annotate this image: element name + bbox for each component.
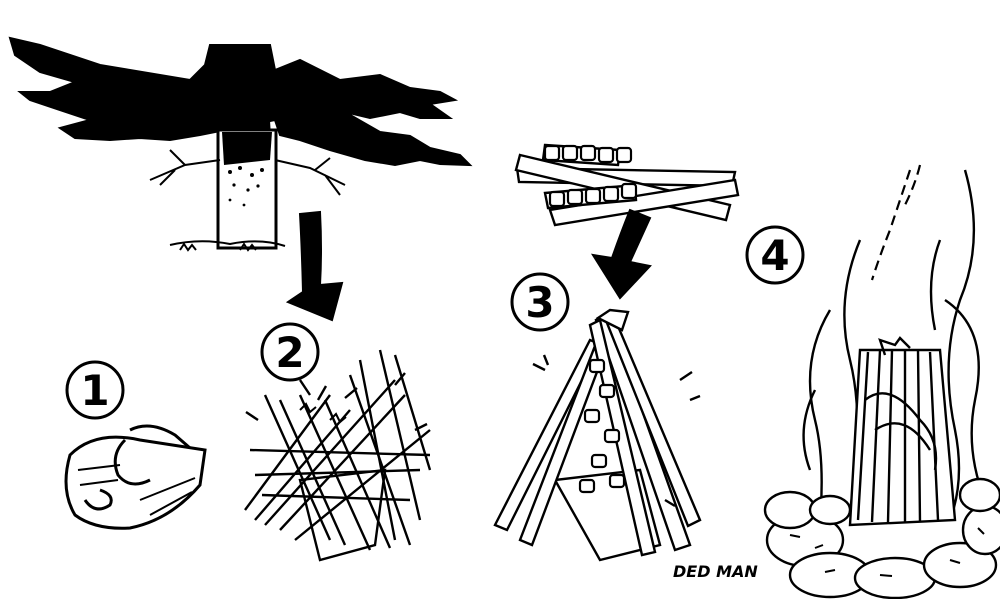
step-4-number: 4 (760, 231, 789, 280)
step-3-badge: 3 (512, 274, 568, 330)
birch-bark-tinder (66, 426, 205, 528)
spruce-tree (10, 38, 470, 250)
smoke-wisps (872, 165, 920, 280)
burning-campfire (804, 170, 985, 525)
artist-signature: DED MAN (673, 562, 758, 581)
step-1-badge: 1 (67, 362, 123, 418)
teepee-of-split-sticks (495, 310, 700, 560)
twig-kindling-bundle (245, 350, 430, 560)
step-2-badge: 2 (262, 324, 318, 380)
step-3-number: 3 (525, 278, 554, 327)
step-1-number: 1 (80, 366, 109, 415)
split-sticks-pile (516, 145, 738, 225)
step-4-badge: 4 (747, 227, 803, 283)
step-2-number: 2 (275, 328, 304, 377)
arrow-down-icon (288, 212, 342, 320)
arrow-down-icon (593, 210, 650, 298)
